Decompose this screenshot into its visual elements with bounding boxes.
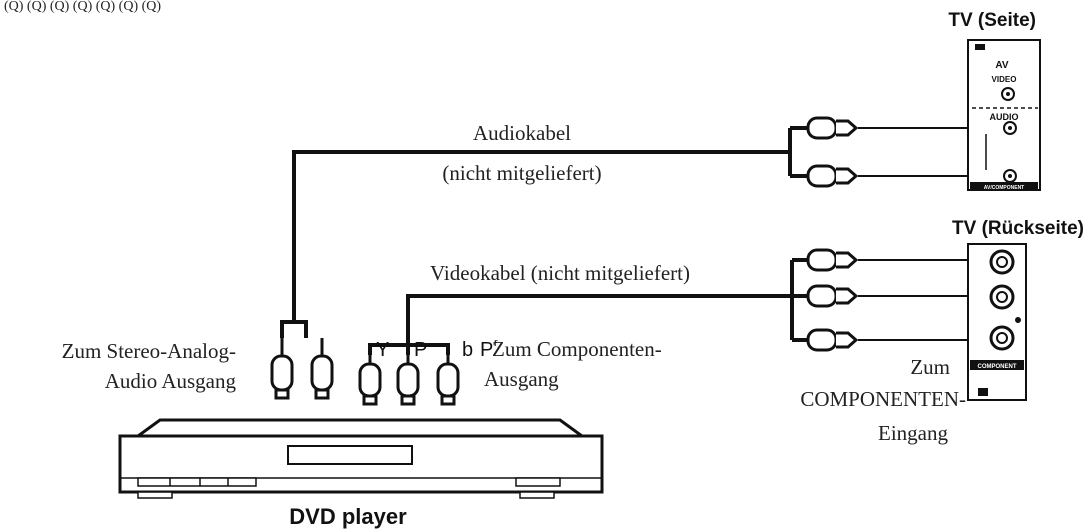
audio-cable-sublabel: (nicht mitgeliefert) [442, 161, 601, 185]
tv-back-title: TV (Rückseite) [952, 218, 1084, 239]
dvd-player-label: DVD player [289, 504, 407, 529]
tv-side-av-label: AV [995, 60, 1008, 71]
component-letter-y: Y [376, 339, 389, 361]
tv-side-title: TV (Seite) [948, 10, 1036, 31]
component-output-label-line1: Zum Componenten- [492, 337, 662, 361]
tv-back-bottom-label: COMPONENT [978, 364, 1017, 370]
component-plug-3 [806, 328, 859, 352]
tv-back-jack-pb [989, 284, 1015, 310]
component-letter-b: b [462, 339, 473, 361]
stereo-output-label-line1: Zum Stereo-Analog- [62, 339, 236, 363]
component-output-label-line2: Ausgang [484, 367, 559, 391]
component-letter-p1: P [414, 339, 427, 361]
component-input-label-line2: COMPONENTEN- [800, 387, 966, 411]
stereo-output-label-line2: Audio Ausgang [105, 369, 237, 393]
audio-cable [280, 126, 808, 338]
tv-side-audio-label: AUDIO [990, 112, 1019, 122]
component-input-label-line3: Eingang [878, 421, 948, 445]
component-input-label-line1: Zum [910, 355, 950, 379]
dvd-component-plugs [358, 355, 460, 406]
tv-side-panel [967, 39, 1041, 191]
tv-side-video-label: VIDEO [992, 75, 1017, 84]
audio-cable-label: Audiokabel [473, 121, 571, 145]
tv-back-jack-y [989, 249, 1015, 275]
tv-side-bottom-label: AV/COMPONENT [984, 185, 1024, 191]
dvd-disc-tray [287, 445, 413, 465]
video-cable [368, 258, 808, 355]
video-cable-label: Videokabel (nicht mitgeliefert) [430, 261, 690, 285]
component-letter-p2: P [480, 339, 493, 361]
component-letter-r: r [494, 337, 498, 349]
header-fragment: (Q) (Q) (Q) (Q) (Q) (Q) (Q) [4, 0, 161, 14]
audio-plug-bottom [806, 164, 859, 188]
dvd-audio-plugs [270, 338, 334, 400]
tv-back-jack-pr [989, 325, 1015, 351]
dvd-player [118, 418, 604, 499]
tv-back-panel [967, 243, 1027, 401]
component-plug-2 [806, 284, 859, 308]
audio-plug-top [806, 116, 859, 140]
component-plug-1 [806, 248, 859, 272]
